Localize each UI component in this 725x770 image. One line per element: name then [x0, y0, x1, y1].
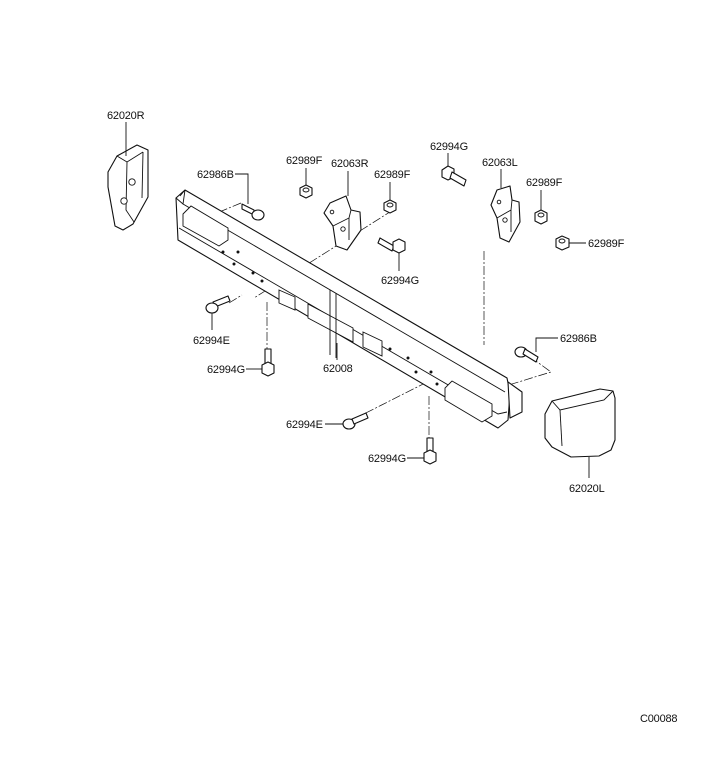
- bolt-62994g-4[interactable]: [423, 437, 437, 465]
- nut-62989f-4[interactable]: [555, 235, 570, 251]
- bolt-62994g-2[interactable]: [377, 237, 406, 254]
- label-bolt-62994g-1: 62994G: [430, 141, 468, 153]
- figure-code: C00088: [640, 713, 677, 725]
- bracket-right[interactable]: [323, 195, 362, 251]
- label-bolt-62994g-2: 62994G: [381, 275, 419, 287]
- end-cover-left[interactable]: [544, 388, 616, 458]
- bolt-62994g-1[interactable]: [441, 165, 467, 187]
- end-cover-right[interactable]: [107, 144, 149, 231]
- bolt-62986b-left[interactable]: [241, 203, 265, 221]
- label-nut-62989f-4: 62989F: [588, 238, 625, 250]
- label-bolt-62994g-3: 62994G: [207, 364, 245, 376]
- label-bolt-62986b-right: 62986B: [560, 333, 597, 345]
- bolt-62994e-1[interactable]: [205, 295, 231, 314]
- label-nut-62989f-1: 62989F: [286, 155, 323, 167]
- label-bracket-left: 62063L: [482, 157, 518, 169]
- label-bolt-62994e-1: 62994E: [193, 335, 230, 347]
- nut-62989f-1[interactable]: [299, 184, 313, 199]
- label-end-cover-right: 62020R: [107, 110, 145, 122]
- bolt-62994g-3[interactable]: [261, 348, 275, 377]
- label-bracket-right: 62063R: [331, 158, 369, 170]
- label-nut-62989f-3: 62989F: [526, 177, 563, 189]
- label-bolt-62986b-left: 62986B: [197, 169, 234, 181]
- bolt-62986b-right[interactable]: [514, 346, 539, 363]
- label-bolt-62994e-2: 62994E: [286, 419, 323, 431]
- bolt-62994e-2[interactable]: [342, 412, 369, 430]
- nut-62989f-2[interactable]: [383, 199, 397, 214]
- label-end-cover-left: 62020L: [569, 483, 605, 495]
- bumper-reinforcement[interactable]: [175, 189, 523, 429]
- label-bolt-62994g-4: 62994G: [368, 453, 406, 465]
- label-bumper-reinforcement: 62008: [323, 363, 353, 375]
- bracket-left[interactable]: [490, 185, 521, 243]
- nut-62989f-3[interactable]: [534, 209, 548, 225]
- label-nut-62989f-2: 62989F: [374, 169, 411, 181]
